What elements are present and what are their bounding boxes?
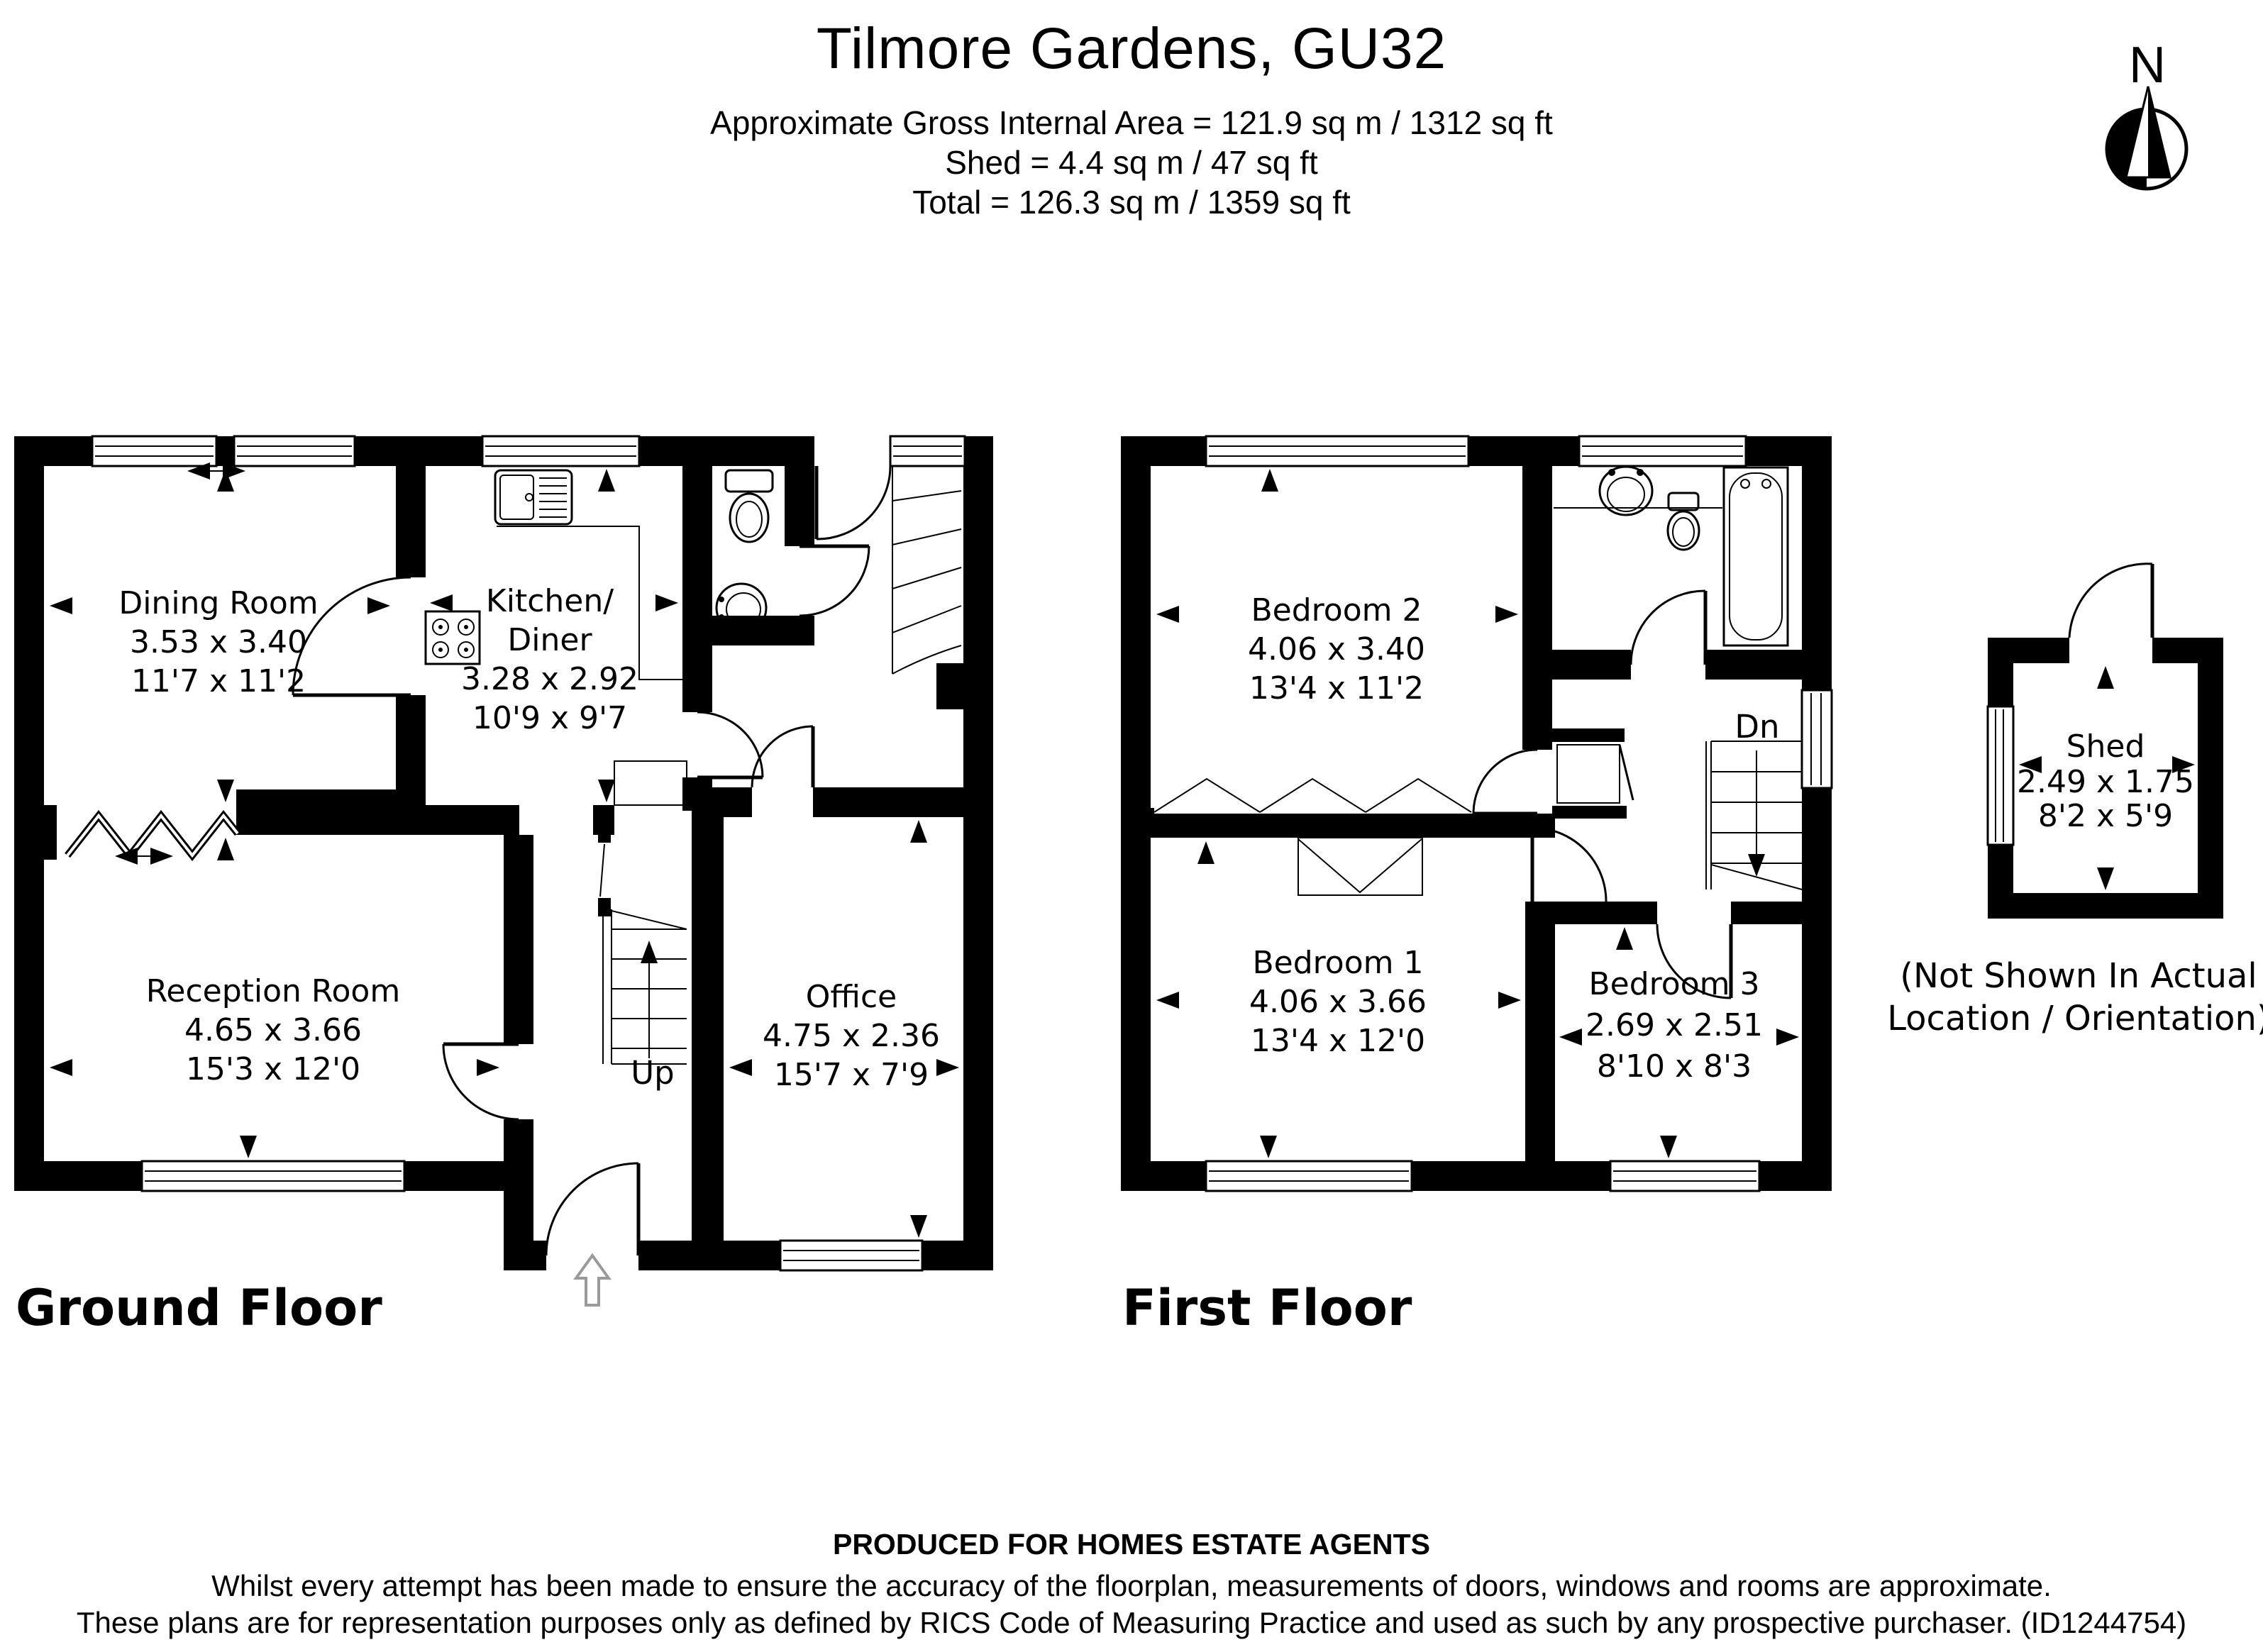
shed-metric: 2.49 x 1.75	[2017, 764, 2194, 800]
dining-room-imperial: 11'7 x 11'2	[131, 663, 306, 699]
kitchen-window	[481, 435, 641, 467]
ground-floor-room-labels: Dining Room 3.53 x 3.40 11'7 x 11'2 Kitc…	[118, 583, 940, 1093]
shed-window	[1986, 705, 2015, 846]
shed-labels: Shed 2.49 x 1.75 8'2 x 5'9	[2017, 728, 2194, 834]
north-label: N	[2129, 37, 2166, 94]
reception-name: Reception Room	[146, 973, 400, 1009]
gross-internal-area: Approximate Gross Internal Area = 121.9 …	[710, 104, 1553, 141]
bedroom3-name: Bedroom 3	[1589, 966, 1760, 1002]
bedroom2-name: Bedroom 2	[1251, 592, 1422, 628]
wc-toilet-icon	[724, 469, 774, 543]
bathroom-door	[1630, 589, 1708, 665]
bedroom1-door	[1530, 826, 1608, 902]
bathroom-toilet-icon	[1666, 492, 1700, 551]
ground-floor-windows	[91, 435, 966, 1272]
kitchen-sink-icon	[494, 469, 573, 526]
ground-floor-doors	[292, 465, 892, 1256]
kitchen-name-2: Diner	[507, 622, 592, 658]
shed-walls	[1988, 638, 2223, 919]
first-floor-walls	[1121, 436, 1832, 1191]
kitchen-counter	[497, 526, 682, 680]
bedroom3-door	[1656, 924, 1733, 999]
first-floor-label: First Floor	[1122, 1279, 1412, 1337]
hob-icon	[424, 610, 481, 665]
reception-window	[140, 1160, 406, 1192]
first-floor-doors	[1472, 589, 1733, 999]
footer-disclaimer-1: Whilst every attempt has been made to en…	[211, 1569, 2052, 1602]
office-metric: 4.75 x 2.36	[763, 1018, 940, 1054]
shed-note-line1: (Not Shown In Actual	[1900, 956, 2257, 996]
reception-door	[442, 1042, 519, 1121]
bedroom1-imperial: 13'4 x 12'0	[1251, 1023, 1425, 1059]
ground-floor-label: Ground Floor	[16, 1279, 382, 1337]
bedroom1-metric: 4.06 x 3.66	[1249, 984, 1427, 1020]
stairs-down: Dn	[1705, 708, 1803, 890]
ground-floor-dimension-arrows	[50, 462, 959, 1238]
bedroom2-imperial: 13'4 x 11'2	[1249, 670, 1424, 706]
front-door	[545, 1162, 641, 1256]
shed-door	[2068, 562, 2154, 638]
bedroom3-imperial: 8'10 x 8'3	[1597, 1048, 1752, 1085]
page-title: Tilmore Gardens, GU32	[816, 16, 1447, 81]
stairs-down-label: Dn	[1734, 708, 1779, 745]
bedroom2-door	[1472, 748, 1538, 816]
shed-imperial: 8'2 x 5'9	[2038, 798, 2173, 834]
office-window	[779, 1239, 924, 1272]
kitchen-to-hall-door	[697, 711, 764, 780]
kitchen-imperial: 10'9 x 9'7	[472, 700, 627, 736]
first-floor-room-labels: Bedroom 2 4.06 x 3.40 13'4 x 11'2 Bedroo…	[1248, 592, 1763, 1085]
footer-disclaimer-2: These plans are for representation purpo…	[76, 1606, 2187, 1639]
north-compass-icon: N	[2105, 37, 2189, 191]
wc-basin-icon	[715, 582, 768, 633]
bedroom1-wardrobe	[1298, 837, 1423, 896]
dining-window-left	[91, 435, 218, 467]
landing-window	[1800, 689, 1833, 789]
winder-stairs	[892, 466, 962, 675]
bedroom2-metric: 4.06 x 3.40	[1248, 631, 1425, 667]
office-name: Office	[806, 979, 897, 1015]
bedroom3-metric: 2.69 x 2.51	[1586, 1007, 1763, 1043]
bath-icon	[1722, 466, 1789, 647]
reception-imperial: 15'3 x 12'0	[186, 1051, 360, 1087]
bedroom1-name: Bedroom 1	[1253, 945, 1424, 981]
footer-produced-for: PRODUCED FOR HOMES ESTATE AGENTS	[832, 1528, 1431, 1560]
office-imperial: 15'7 x 7'9	[774, 1057, 929, 1093]
shed-note-line2: Location / Orientation)	[1887, 999, 2263, 1038]
kitchen-metric: 3.28 x 2.92	[461, 661, 638, 697]
wc-door	[799, 544, 870, 617]
kitchen-to-dining-door	[292, 576, 411, 697]
ground-floor-walls	[14, 436, 993, 1270]
hall-window	[889, 435, 966, 467]
bedroom1-window	[1205, 1160, 1413, 1192]
bedroom2-window	[1205, 435, 1470, 467]
shed-area: Shed = 4.4 sq m / 47 sq ft	[945, 144, 1318, 181]
kitchen-name-1: Kitchen/	[486, 583, 614, 619]
first-floor-windows	[1205, 435, 1833, 1192]
bathroom-window	[1578, 435, 1747, 467]
entrance-arrow-icon	[573, 1253, 612, 1307]
stairs-up: Up	[599, 843, 687, 1092]
bathroom-basin-icon	[1598, 465, 1654, 516]
stairs-up-label: Up	[631, 1054, 675, 1092]
bedroom2-wardrobe	[1153, 777, 1472, 813]
reception-metric: 4.65 x 3.66	[184, 1012, 362, 1048]
bedroom3-window	[1609, 1160, 1761, 1192]
office-door	[751, 725, 815, 788]
dining-window-right	[233, 435, 356, 467]
total-area: Total = 126.3 sq m / 1359 sq ft	[912, 184, 1351, 221]
shed-name: Shed	[2066, 728, 2145, 765]
cupboard-door	[1556, 744, 1634, 804]
open-plan-divider-zigzag	[65, 809, 240, 862]
dining-room-metric: 3.53 x 3.40	[130, 624, 307, 660]
under-stairs-cupboard	[614, 760, 687, 806]
dining-room-name: Dining Room	[118, 585, 318, 621]
back-door	[814, 465, 892, 540]
